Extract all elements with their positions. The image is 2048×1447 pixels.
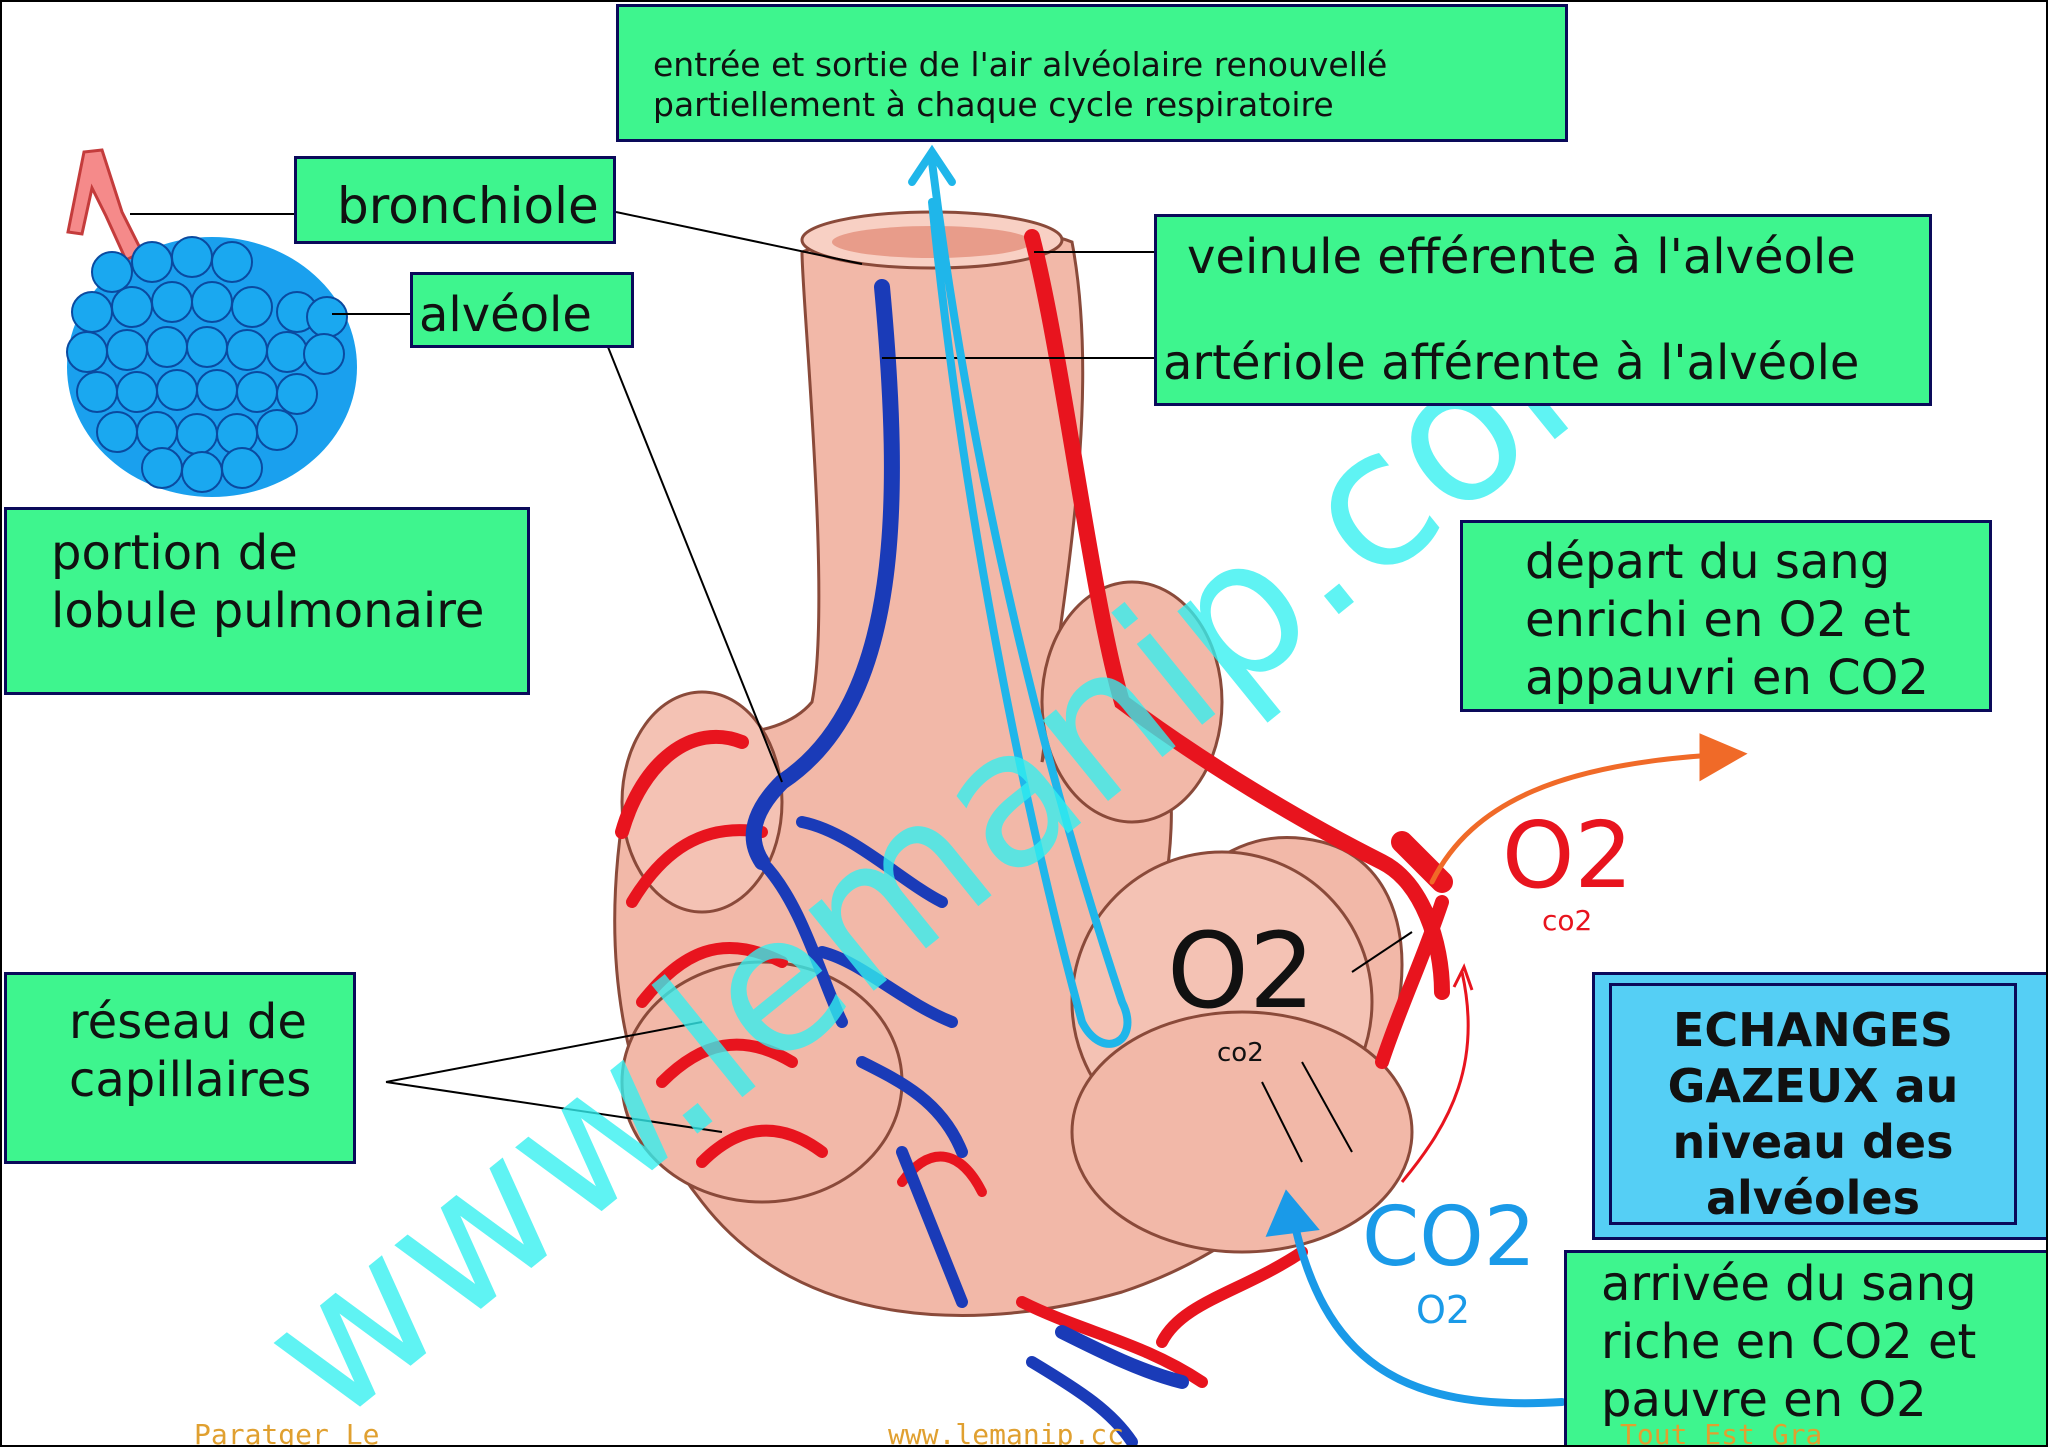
- o2-out-arrow: [1429, 733, 1748, 885]
- title-box-inner: ECHANGES GAZEUX au niveau des alvéoles: [1609, 983, 2017, 1225]
- title-line-2: GAZEUX au: [1667, 1059, 1959, 1113]
- co2-out-small-label: co2: [1542, 904, 1593, 937]
- label-capillary-network: réseau de capillaires: [4, 972, 356, 1164]
- label-portion-line-1: portion de: [51, 525, 298, 581]
- label-depart-line-3: appauvri en CO2: [1525, 650, 1929, 706]
- label-alveole-text: alvéole: [419, 287, 592, 343]
- leader-lines: [130, 211, 1413, 1163]
- label-depart-line-1: départ du sang: [1525, 534, 1891, 590]
- label-arteriole-text: artériole afférente à l'alvéole: [1163, 335, 1860, 391]
- label-alveole: alvéole: [410, 272, 634, 348]
- title-line-1: ECHANGES: [1672, 1003, 1954, 1057]
- label-blood-arrival: arrivée du sang riche en CO2 et pauvre e…: [1564, 1250, 2046, 1445]
- label-air-exchange: entrée et sortie de l'air alvéolaire ren…: [616, 4, 1568, 142]
- o2-in-small-label: O2: [1416, 1288, 1471, 1332]
- label-bronchiole-text: bronchiole: [337, 177, 599, 235]
- title-line-3: niveau des: [1672, 1115, 1954, 1169]
- label-reseau-line-1: réseau de: [69, 994, 307, 1050]
- label-reseau-line-2: capillaires: [69, 1052, 312, 1108]
- label-veinule-text: veinule efférente à l'alvéole: [1187, 229, 1856, 285]
- footer-url-link[interactable]: www.lemanip.cc: [888, 1418, 1125, 1447]
- label-arrivee-line-1: arrivée du sang: [1601, 1256, 1977, 1312]
- co2-in-arrow: [1265, 1189, 1566, 1408]
- o2-out-label: O2: [1502, 802, 1633, 909]
- label-blood-departure: départ du sang enrichi en O2 et appauvri…: [1460, 520, 1992, 712]
- footer-right-text: Tout Est Gra: [1620, 1418, 1823, 1447]
- label-arrivee-line-3: pauvre en O2: [1601, 1372, 1927, 1428]
- blue-vessels: [745, 279, 1189, 1445]
- footer-left-text: Paratger Le: [194, 1418, 380, 1447]
- blood-flow-arrow: [1400, 963, 1474, 1183]
- label-vessels: veinule efférente à l'alvéole artériole …: [1154, 214, 1932, 406]
- title-box: ECHANGES GAZEUX au niveau des alvéoles: [1592, 972, 2046, 1240]
- title-line-4: alvéoles: [1706, 1171, 1920, 1225]
- label-air-exchange-line-1: entrée et sortie de l'air alvéolaire ren…: [653, 45, 1388, 84]
- label-air-exchange-line-2: partiellement à chaque cycle respiratoir…: [653, 85, 1334, 124]
- label-bronchiole: bronchiole: [294, 156, 616, 244]
- label-arrivee-line-2: riche en CO2 et: [1601, 1314, 1977, 1370]
- co2-inside-label: co2: [1217, 1038, 1264, 1068]
- lobule-cluster: [66, 148, 357, 497]
- label-portion-line-2: lobule pulmonaire: [51, 583, 485, 639]
- alveolar-sac: [613, 210, 1414, 1317]
- co2-in-label: CO2: [1362, 1190, 1536, 1285]
- o2-inside-label: O2: [1167, 910, 1316, 1032]
- label-depart-line-2: enrichi en O2 et: [1525, 592, 1911, 648]
- airflow-arrow: [908, 144, 1132, 1048]
- label-portion-lobule: portion de lobule pulmonaire: [4, 507, 530, 695]
